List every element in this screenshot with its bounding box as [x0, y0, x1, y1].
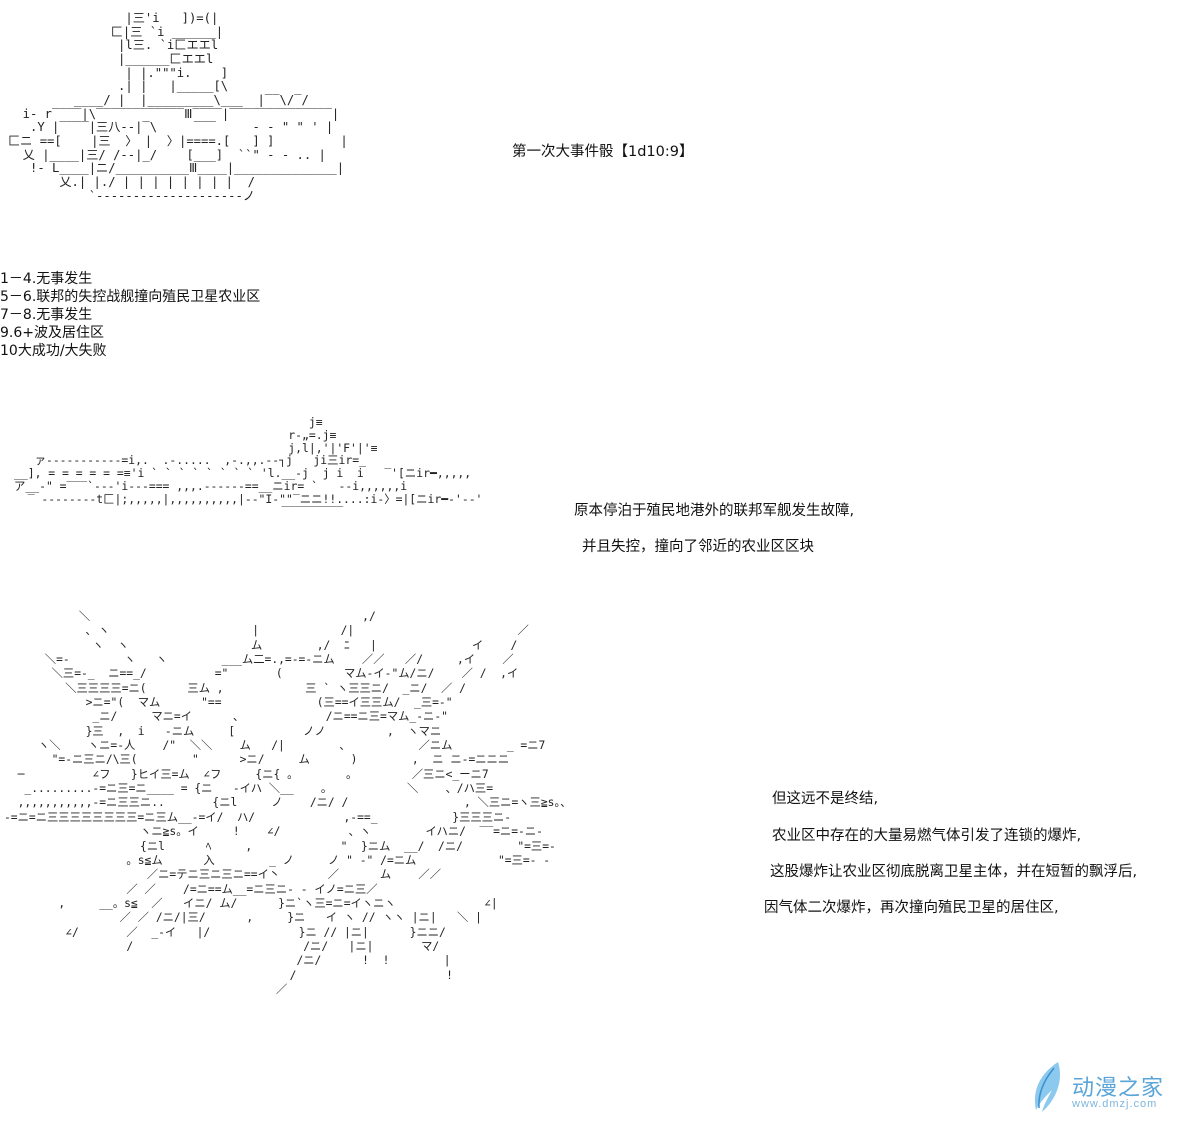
narration-line: 并且失控，撞向了邻近的农业区区块 — [582, 539, 814, 555]
site-watermark: 动漫之家 www.dmzj.com — [1030, 1060, 1180, 1120]
narration-line: 这股爆炸让农业区彻底脱离卫星主体，并在短暂的飘浮后, — [770, 864, 1138, 880]
dice-outcome: 7－8.无事发生 — [0, 307, 93, 323]
narration-line: 农业区中存在的大量易燃气体引发了连锁的爆炸, — [772, 828, 1082, 844]
dice-outcome: 5－6.联邦的失控战舰撞向殖民卫星农业区 — [0, 289, 261, 305]
narration-line: 原本停泊于殖民地港外的联邦军舰发生故障, — [574, 503, 855, 519]
dice-outcome: 10大成功/大失败 — [0, 343, 107, 359]
explosion-ascii-art: ＼ ,/ ､ ヽ | /| ／ ヽ ヽ ム ,/ ﾆ | イ / — [4, 610, 572, 996]
dice-outcome: 1－4.无事发生 — [0, 271, 93, 287]
battleship-front-ascii-art: |三'i ])=(| 匚|三 `i ______| |l三. `i匚エエl |_… — [8, 11, 348, 203]
narration-line: 但这远不是终结, — [772, 791, 879, 807]
battleship-side-ascii-art: j≡ r‐„=.j≡ j,l|,'|'F'|'≡ ァ‐‐‐‐‐‐‐‐‐--=i,… — [14, 415, 483, 519]
feather-logo-icon — [1034, 1062, 1061, 1112]
dice-outcome: 9.6+波及居住区 — [0, 325, 104, 341]
watermark-name: 动漫之家 — [1072, 1076, 1165, 1101]
narration-line: 因气体二次爆炸，再次撞向殖民卫星的居住区, — [764, 900, 1059, 916]
dice-outcome-list: 1－4.无事发生 5－6.联邦的失控战舰撞向殖民卫星农业区 7－8.无事发生 9… — [0, 270, 260, 360]
dice-roll-title: 第一次大事件骰【1d10:9】 — [512, 144, 694, 160]
watermark-url: www.dmzj.com — [1072, 1098, 1158, 1110]
